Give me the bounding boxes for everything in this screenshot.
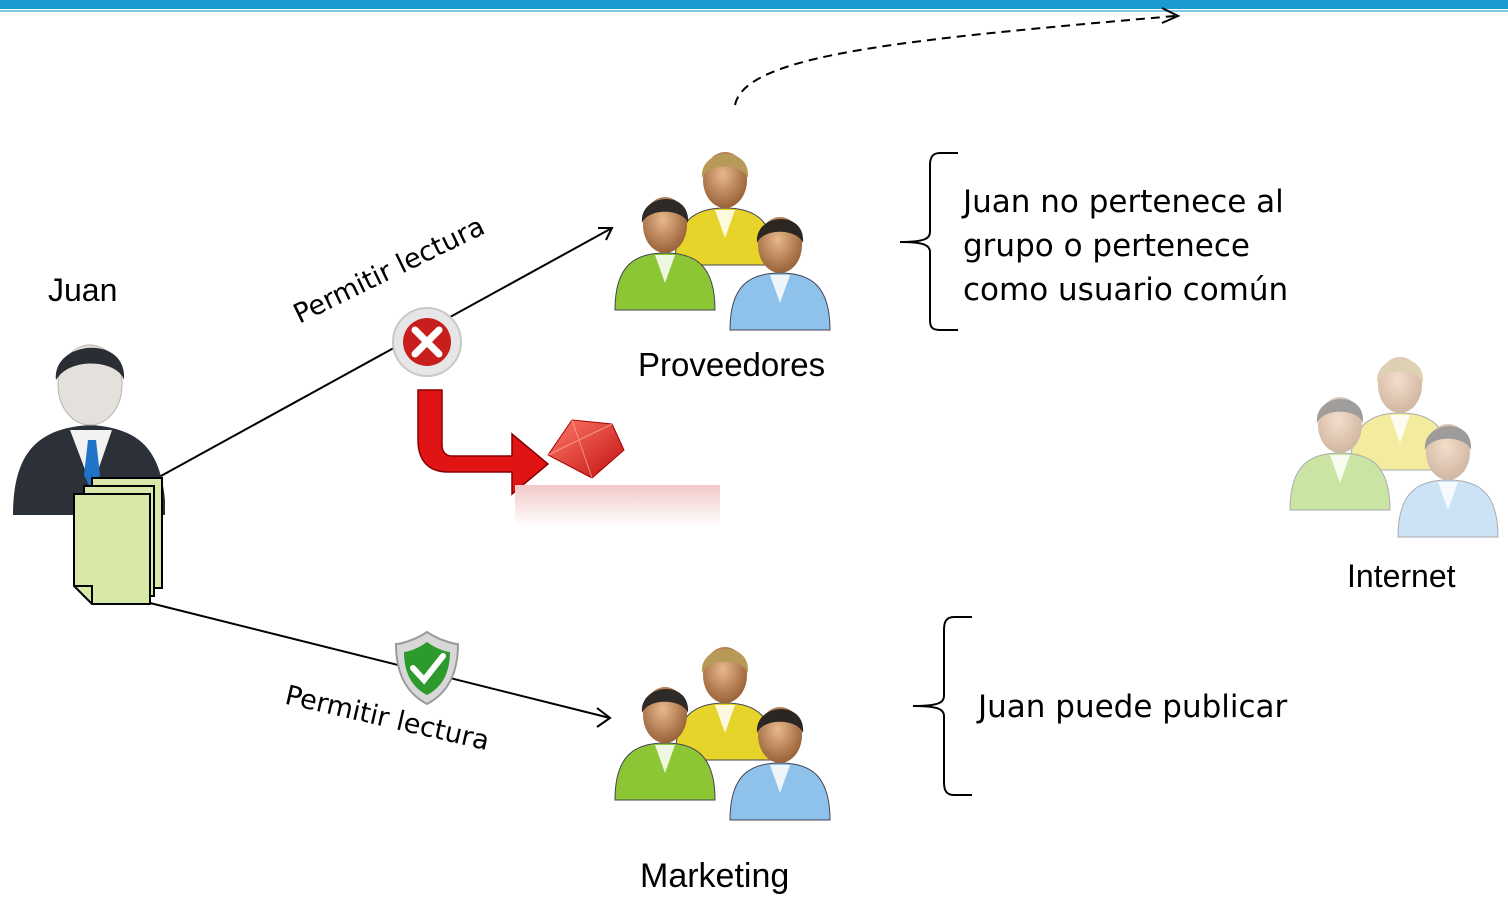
dashed-link-arrowhead	[1161, 7, 1181, 24]
edge-line-marketing	[149, 602, 611, 719]
group-label-internet: Internet	[1347, 558, 1456, 594]
brace-proveedores	[899, 152, 958, 331]
red-gem-icon	[515, 419, 720, 527]
redirect-arrow-icon	[417, 389, 550, 496]
documents-icon	[73, 477, 163, 605]
allow-shield-icon	[394, 630, 460, 706]
actor-name: Juan	[48, 272, 118, 308]
dashed-link-arrow	[734, 15, 1176, 106]
brace-marketing	[912, 616, 972, 796]
note-proveedores-line-2: grupo o pertenece	[963, 228, 1250, 264]
top-accent-line	[0, 10, 1508, 12]
group-icon-proveedores	[614, 151, 831, 331]
group-label-marketing: Marketing	[640, 857, 790, 895]
edge-line-proveedores	[149, 227, 613, 483]
note-proveedores: Juan no pertenece al grupo o pertenece c…	[963, 180, 1288, 312]
group-label-proveedores: Proveedores	[638, 346, 826, 383]
note-proveedores-line-3: como usuario común	[963, 272, 1289, 308]
top-accent-bar	[0, 0, 1508, 9]
note-proveedores-line-1: Juan no pertenece al	[963, 184, 1284, 220]
edge-arrowhead-marketing	[596, 707, 612, 728]
edge-arrowhead-proveedores	[598, 227, 614, 241]
deny-icon	[392, 307, 462, 377]
group-icon-internet	[1289, 356, 1499, 538]
note-marketing: Juan puede publicar	[978, 689, 1288, 725]
group-icon-marketing	[614, 646, 831, 821]
